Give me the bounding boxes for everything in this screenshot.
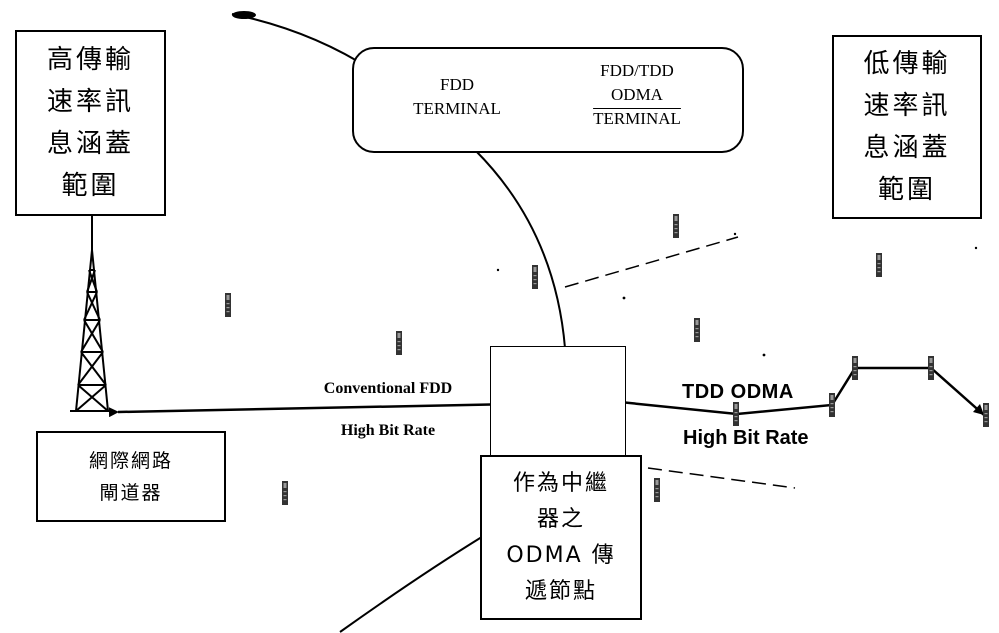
relay-node-box: 作為中繼 器之 ODMA 傳 遞節點 [480, 455, 642, 620]
relay-label-line-2: 器之 [506, 502, 615, 538]
mobile-terminal [928, 356, 934, 380]
dot-2 [763, 354, 766, 357]
mobile-terminal [983, 403, 989, 427]
fdd-link-label-line-1: Conventional FDD [324, 380, 452, 397]
transmission-tower [70, 214, 114, 411]
low-coverage-line-4: 範圍 [863, 169, 950, 211]
tdd-link-label-line-1: TDD ODMA [682, 381, 794, 403]
odma-terminal-label-line-2: ODMA [572, 83, 702, 107]
dot-3 [497, 269, 499, 271]
low-coverage-line-1: 低傳輸 [863, 43, 950, 85]
high-coverage-line-2: 速率訊 [47, 81, 134, 123]
tdd-rate-label: High Bit Rate [683, 427, 809, 450]
low-coverage-line-2: 速率訊 [863, 85, 950, 127]
mobile-terminal [654, 478, 660, 502]
odma-terminal-label-line-3: TERMINAL [572, 107, 702, 131]
fdd-link-label-line-2: High Bit Rate [341, 422, 435, 439]
mobile-terminal [829, 393, 835, 417]
relay-node-upper-box [490, 346, 626, 458]
mobile-terminal [532, 265, 538, 289]
mobile-terminal [673, 214, 679, 238]
odma-terminal-label-line-1: FDD/TDD [572, 59, 702, 83]
high-coverage-line-4: 範圍 [47, 165, 134, 207]
mobile-terminal [225, 293, 231, 317]
high-rate-coverage-box: 高傳輸 速率訊 息涵蓋 範圍 [15, 30, 166, 216]
fdd-terminal-label-line-1: FDD [402, 73, 512, 97]
internet-gateway-box: 網際網路 閘道器 [36, 431, 226, 522]
mobile-terminal [282, 481, 288, 505]
fdd-terminal-label-line-2: TERMINAL [402, 97, 512, 121]
low-coverage-line-3: 息涵蓋 [863, 127, 950, 169]
terminal-legend-box: FDD TERMINAL FDD/TDD ODMA TERMINAL [352, 47, 744, 153]
brush-mark [232, 11, 256, 19]
dot-5 [975, 247, 977, 249]
relay-label-line-3: ODMA 傳 [506, 538, 615, 574]
low-rate-coverage-box: 低傳輸 速率訊 息涵蓋 範圍 [832, 35, 982, 219]
coverage-arc-bottom [340, 535, 485, 632]
mobile-terminal [396, 331, 402, 355]
coverage-arc-top-right [475, 150, 565, 348]
mobile-terminal [694, 318, 700, 342]
boundary-dash-upper [565, 237, 738, 287]
fdd-rate-label: High Bit Rate [308, 422, 468, 440]
dot-4 [734, 233, 736, 235]
dot-1 [623, 297, 626, 300]
relay-label-line-1: 作為中繼 [506, 466, 615, 502]
boundary-dash-lower [648, 468, 795, 488]
mobile-terminal [852, 356, 858, 380]
high-coverage-line-3: 息涵蓋 [47, 123, 134, 165]
mobile-terminal [876, 253, 882, 277]
fdd-link-arrow [118, 404, 515, 412]
fdd-link-label: Conventional FDD [308, 380, 468, 398]
relay-label-line-4: 遞節點 [506, 574, 615, 610]
tdd-link-label-line-2: High Bit Rate [683, 427, 809, 449]
high-coverage-line-1: 高傳輸 [47, 39, 134, 81]
gateway-label-line-2: 閘道器 [89, 477, 173, 509]
gateway-label-line-1: 網際網路 [89, 445, 173, 477]
coverage-arc-top [232, 14, 372, 70]
tdd-link-label: TDD ODMA [682, 381, 794, 404]
mobile-terminal [733, 402, 739, 426]
